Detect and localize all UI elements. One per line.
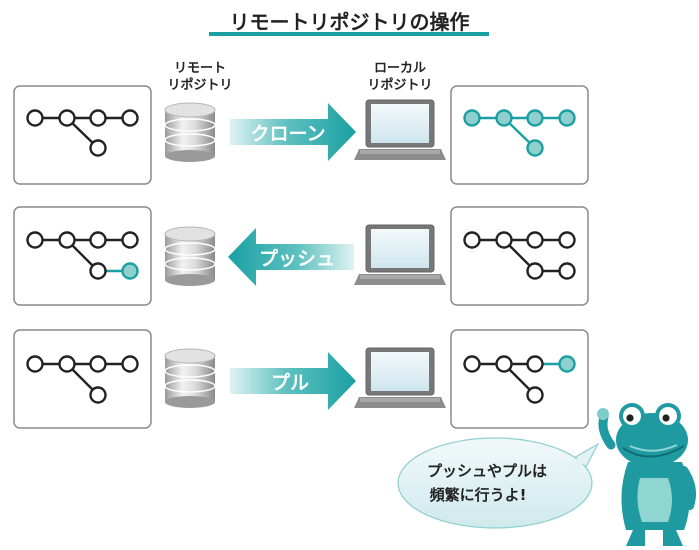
commit-node-new <box>558 355 576 373</box>
database-icon <box>164 102 216 162</box>
commit-node <box>526 386 544 404</box>
database-icon <box>164 226 216 286</box>
commit-graph <box>463 355 576 404</box>
commit-node <box>121 231 139 249</box>
title-underline <box>209 32 489 36</box>
row-pull: プル <box>13 329 589 429</box>
local-label: ローカル リポジトリ <box>350 60 450 94</box>
commit-graph <box>26 109 139 157</box>
commit-graph <box>26 231 139 280</box>
commit-node <box>558 231 576 249</box>
commit-node <box>121 109 139 127</box>
remote-label-line2: リポジトリ <box>167 78 233 93</box>
commit-node <box>89 386 107 404</box>
commit-node-new <box>121 262 139 280</box>
commit-node <box>26 109 44 127</box>
operation-label: プッシュ <box>259 247 335 270</box>
local-label-line2: リポジトリ <box>367 78 433 93</box>
commit-node <box>89 355 107 373</box>
bubble-line2: 頻繁に行うよ! <box>430 486 527 504</box>
commit-node <box>526 139 544 157</box>
frog-mascot-icon <box>597 403 696 546</box>
commit-node <box>495 355 513 373</box>
local-label-line1: ローカル <box>373 61 426 76</box>
commit-node <box>89 231 107 249</box>
push-arrow: プッシュ <box>228 228 354 286</box>
commit-graph <box>463 231 576 280</box>
remote-label-line1: リモート <box>173 61 226 76</box>
commit-node <box>26 355 44 373</box>
commit-node <box>58 231 76 249</box>
commit-node <box>58 109 76 127</box>
remote-label: リモート リポジトリ <box>150 60 250 94</box>
commit-node <box>526 262 544 280</box>
operation-label: プル <box>271 371 309 394</box>
clone-arrow: クローン <box>230 103 356 161</box>
row-clone: クローン <box>13 85 589 185</box>
database-icon <box>164 348 216 408</box>
commit-node <box>526 355 544 373</box>
bubble-line1: プッシュやプルは <box>427 462 547 480</box>
remote-repo-frame <box>13 85 152 185</box>
laptop-icon <box>354 224 446 285</box>
commit-graph <box>463 109 576 157</box>
commit-node <box>463 231 481 249</box>
commit-node <box>495 109 513 127</box>
commit-node <box>26 231 44 249</box>
local-repo-frame <box>450 85 589 185</box>
commit-node <box>121 355 139 373</box>
pull-arrow: プル <box>230 352 356 410</box>
commit-node <box>58 355 76 373</box>
commit-node <box>463 355 481 373</box>
commit-node <box>558 262 576 280</box>
laptop-icon <box>354 347 446 408</box>
row-push: プッシュ <box>13 206 589 306</box>
commit-node <box>526 231 544 249</box>
commit-node <box>89 139 107 157</box>
operation-label: クローン <box>250 123 325 145</box>
commit-node <box>463 109 481 127</box>
commit-node <box>558 109 576 127</box>
speech-bubble: プッシュやプルは 頻繁に行うよ! <box>397 437 600 529</box>
laptop-icon <box>354 99 446 160</box>
commit-node <box>495 231 513 249</box>
commit-node <box>526 109 544 127</box>
page-title: リモートリポジトリの操作 <box>229 10 470 34</box>
commit-graph <box>26 355 139 404</box>
commit-node <box>89 262 107 280</box>
commit-node <box>89 109 107 127</box>
